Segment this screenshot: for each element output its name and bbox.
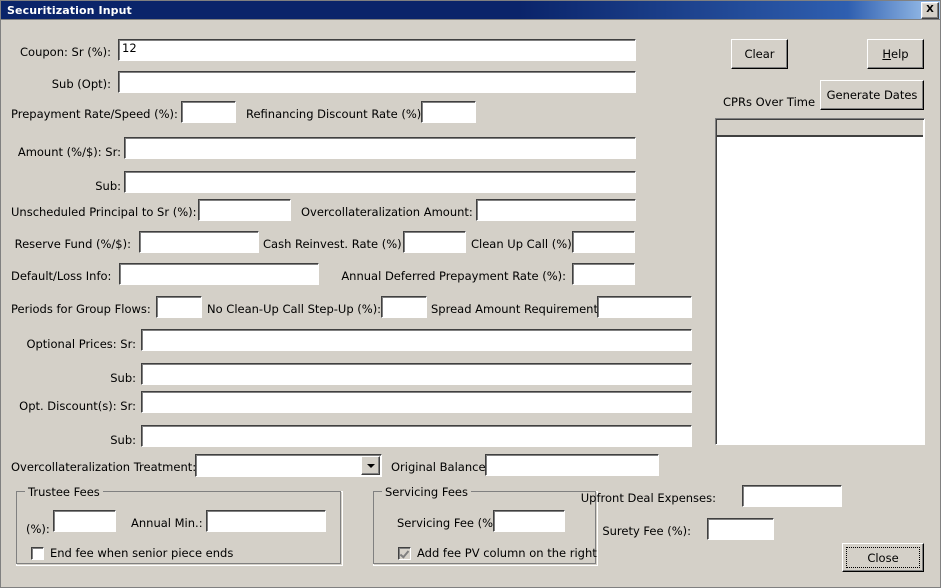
label-amount-sr: Amount (%/$): Sr: bbox=[17, 145, 121, 159]
label-optional-prices-sub: Sub: bbox=[110, 371, 136, 385]
input-optional-prices-sub[interactable] bbox=[141, 363, 692, 385]
label-prepayment-rate-speed: Prepayment Rate/Speed (%): bbox=[11, 107, 178, 121]
group-frame bbox=[16, 491, 341, 564]
checkbox-end-fee-when-senior-piece-ends[interactable]: End fee when senior piece ends bbox=[31, 546, 233, 560]
input-reserve-fund[interactable] bbox=[139, 231, 259, 253]
help-accelerator: H bbox=[882, 47, 892, 61]
group-trustee-fees: Trustee Fees bbox=[16, 485, 343, 566]
input-amount-sub[interactable] bbox=[124, 171, 636, 193]
input-amount-sr[interactable] bbox=[124, 137, 636, 159]
label-overcollateralization-treatment: Overcollateralization Treatment: bbox=[11, 460, 197, 474]
input-default-loss-info[interactable] bbox=[119, 263, 319, 285]
help-label-rest: elp bbox=[891, 47, 909, 61]
group-caption-servicing-fees: Servicing Fees bbox=[382, 485, 471, 499]
label-no-cleanup-call-stepup: No Clean-Up Call Step-Up (%): bbox=[207, 302, 382, 316]
close-button-label: Close bbox=[867, 550, 899, 565]
label-opt-discounts-sub: Sub: bbox=[110, 433, 136, 447]
title-bar[interactable]: Securitization Input X bbox=[1, 1, 940, 20]
input-servicing-fee[interactable] bbox=[493, 510, 565, 532]
input-refinancing-discount-rate[interactable] bbox=[421, 101, 476, 123]
checkbox-add-fee-pv-column[interactable]: Add fee PV column on the right bbox=[398, 546, 597, 560]
checkbox-label-end-fee: End fee when senior piece ends bbox=[50, 546, 234, 560]
label-reserve-fund: Reserve Fund (%/$): bbox=[14, 237, 131, 251]
group-servicing-fees: Servicing Fees bbox=[373, 485, 598, 566]
label-sub-opt: Sub (Opt): bbox=[51, 77, 111, 91]
checkbox-box-icon bbox=[31, 546, 44, 560]
label-annual-deferred-prepayment-rate: Annual Deferred Prepayment Rate (%): bbox=[341, 269, 566, 283]
input-surety-fee[interactable] bbox=[707, 518, 774, 540]
input-clean-up-call[interactable] bbox=[572, 231, 635, 253]
input-opt-discounts-sub[interactable] bbox=[141, 425, 692, 447]
label-spread-amount-requirement: Spread Amount Requirement: bbox=[431, 302, 602, 316]
input-prepayment-rate-speed[interactable] bbox=[181, 101, 236, 123]
chevron-down-icon[interactable] bbox=[361, 456, 380, 475]
input-annual-deferred-prepayment-rate[interactable] bbox=[572, 263, 635, 285]
clear-button[interactable]: Clear bbox=[731, 39, 788, 69]
input-trustee-pct[interactable] bbox=[53, 510, 116, 532]
close-button[interactable]: Close bbox=[842, 543, 924, 572]
input-optional-prices-sr[interactable] bbox=[141, 329, 692, 351]
label-clean-up-call: Clean Up Call (%): bbox=[471, 237, 576, 251]
label-refinancing-discount-rate: Refinancing Discount Rate (%): bbox=[246, 107, 426, 121]
input-no-cleanup-call-stepup[interactable] bbox=[381, 296, 427, 318]
input-upfront-deal-expenses[interactable] bbox=[742, 485, 842, 507]
input-sub-opt[interactable] bbox=[118, 71, 636, 93]
label-overcollateralization-amount: Overcollateralization Amount: bbox=[301, 205, 473, 219]
cprs-list-body[interactable] bbox=[717, 138, 923, 443]
close-window-icon[interactable]: X bbox=[921, 1, 939, 19]
input-unscheduled-principal-to-sr[interactable] bbox=[198, 199, 291, 221]
group-frame bbox=[373, 491, 596, 564]
label-optional-prices-sr: Optional Prices: Sr: bbox=[26, 337, 136, 351]
input-coupon-sr[interactable]: 12 bbox=[118, 39, 636, 61]
label-opt-discounts-sr: Opt. Discount(s): Sr: bbox=[19, 399, 136, 413]
label-servicing-fee: Servicing Fee (%): bbox=[397, 516, 502, 530]
checkbox-box-icon bbox=[398, 546, 411, 560]
label-cash-reinvest-rate: Cash Reinvest. Rate (%): bbox=[263, 237, 406, 251]
label-cprs-over-time: CPRs Over Time bbox=[723, 95, 816, 109]
cprs-over-time-list[interactable] bbox=[715, 118, 925, 445]
input-original-balance[interactable] bbox=[485, 454, 659, 476]
label-coupon-sr: Coupon: Sr (%): bbox=[20, 45, 111, 59]
label-amount-sub: Sub: bbox=[95, 179, 121, 193]
label-default-loss-info: Default/Loss Info: bbox=[11, 269, 112, 283]
input-periods-for-group-flows[interactable] bbox=[156, 296, 202, 318]
label-original-balance: Original Balance: bbox=[391, 460, 490, 474]
label-upfront-deal-expenses: Upfront Deal Expenses: bbox=[580, 491, 716, 505]
group-caption-trustee-fees: Trustee Fees bbox=[25, 485, 103, 499]
label-trustee-annual-min: Annual Min.: bbox=[131, 516, 203, 530]
input-opt-discounts-sr[interactable] bbox=[141, 391, 692, 413]
checkbox-label-add-fee-pv: Add fee PV column on the right bbox=[417, 546, 597, 560]
label-trustee-pct: (%): bbox=[26, 522, 50, 536]
generate-dates-button[interactable]: Generate Dates bbox=[820, 80, 924, 110]
input-cash-reinvest-rate[interactable] bbox=[403, 231, 466, 253]
label-periods-for-group-flows: Periods for Group Flows: bbox=[11, 302, 151, 316]
cprs-list-header bbox=[717, 120, 923, 137]
select-overcollateralization-treatment[interactable] bbox=[195, 454, 382, 477]
window-title: Securitization Input bbox=[7, 3, 132, 17]
label-surety-fee: Surety Fee (%): bbox=[602, 524, 691, 538]
label-unscheduled-principal-to-sr: Unscheduled Principal to Sr (%): bbox=[11, 205, 197, 219]
input-overcollateralization-amount[interactable] bbox=[476, 199, 636, 221]
input-spread-amount-requirement[interactable] bbox=[597, 296, 692, 318]
input-trustee-annual-min[interactable] bbox=[206, 510, 326, 532]
